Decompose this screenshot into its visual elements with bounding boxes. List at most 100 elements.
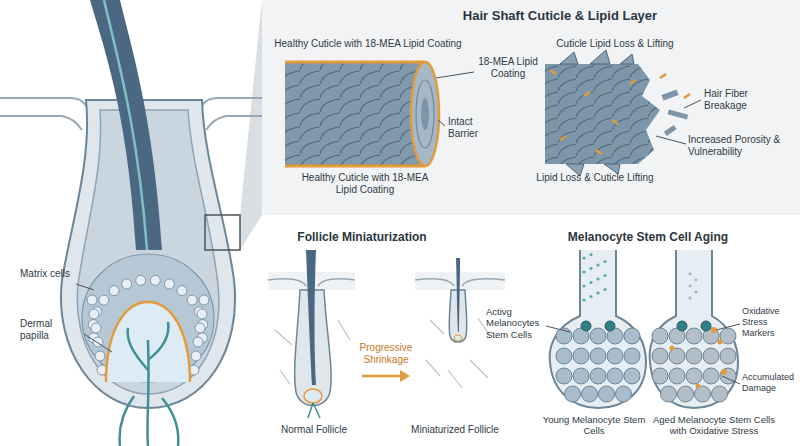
stem-cell [616, 386, 632, 402]
pigment-dot [689, 273, 692, 276]
stem-cell [573, 348, 589, 364]
pigment-dot [689, 285, 692, 288]
part-label: Cuticle Lipid Loss & Lifting [525, 38, 705, 50]
leader-line [546, 324, 740, 384]
pigment-dot [603, 260, 606, 263]
stem-cell [556, 368, 572, 384]
stem-cell [652, 348, 668, 364]
stem-cell [607, 348, 623, 364]
stem-cell [590, 328, 606, 344]
matrix-cell [89, 309, 99, 319]
stem-cell [582, 386, 598, 402]
stem-cell [652, 328, 668, 344]
damaged-cuticle [545, 50, 690, 176]
pigment-dot [582, 284, 585, 287]
stem-cell [661, 386, 677, 402]
matrix-cell [195, 323, 205, 333]
pigment-dot [589, 253, 592, 256]
matrix-cell [91, 323, 101, 333]
matrix-cell [99, 295, 109, 305]
pigment-dot [596, 291, 599, 294]
part-label: Dermal papilla [20, 318, 82, 342]
pigment-dot [596, 263, 599, 266]
matrix-cell [187, 295, 197, 305]
zoom-panel [262, 0, 800, 215]
zoom-wedge [240, 0, 262, 250]
pigment-dot [603, 288, 606, 291]
part-label: Aged Melanocyte Stem Cells with Oxidativ… [652, 414, 776, 437]
stem-cell [720, 348, 736, 364]
stem-cell [590, 348, 606, 364]
pigment-dot [589, 281, 592, 284]
part-label: Lipid Loss & Cuticle Lifting [535, 172, 655, 184]
stress-marker [721, 369, 727, 375]
part-label: Healthy Cuticle with 18-MEA Lipid Coatin… [268, 38, 468, 50]
shrink-arrow [362, 370, 410, 382]
part-label: Miniaturized Follicle [400, 424, 510, 436]
stem-cell [695, 386, 711, 402]
matrix-cell [87, 295, 97, 305]
melanocyte [701, 321, 711, 331]
part-label: Hair Fiber Breakage [704, 88, 774, 112]
section-title: Melanocyte Stem Cell Aging [548, 230, 748, 244]
part-label: 18-MEA Lipid Coating [478, 56, 538, 80]
part-label: Accumulated Damage [742, 372, 796, 394]
stem-cell [686, 328, 702, 344]
young-stem-cells [550, 250, 646, 408]
pigment-dot [589, 267, 592, 270]
matrix-cell [164, 279, 174, 289]
melanocyte [677, 321, 687, 331]
healthy-cuticle [285, 62, 439, 166]
stem-cell [590, 368, 606, 384]
stem-cell [703, 368, 719, 384]
stem-cell [703, 348, 719, 364]
stem-cell [669, 368, 685, 384]
aged-stem-cells [650, 250, 738, 408]
part-label: Young Melanocyte Stem Cells [538, 414, 650, 437]
matrix-cell [150, 275, 160, 285]
stem-cell [565, 386, 581, 402]
stem-cell [573, 368, 589, 384]
stem-cell [624, 328, 640, 344]
part-label: Increased Porosity & Vulnerability [688, 134, 796, 158]
stem-cell [652, 368, 668, 384]
matrix-cell [136, 275, 146, 285]
stem-cell [607, 368, 623, 384]
matrix-cell [95, 351, 105, 361]
stem-cell [686, 348, 702, 364]
normal-follicle [268, 250, 355, 418]
leader-line [76, 284, 112, 352]
part-label: Normal Follicle [266, 424, 362, 436]
part-label: Matrix cells [20, 268, 76, 280]
pigment-dot [582, 256, 585, 259]
hair-follicle [61, 0, 240, 446]
matrix-cell [197, 309, 207, 319]
section-title: Follicle Miniaturization [262, 230, 462, 244]
stress-marker [718, 340, 723, 345]
melanocyte [581, 321, 591, 331]
section-title: Hair Shaft Cuticle & Lipid Layer [430, 8, 690, 24]
pigment-dot [689, 297, 692, 300]
matrix-cell [193, 337, 203, 347]
pigment-dot [582, 298, 585, 301]
pigment-dot [589, 295, 592, 298]
matrix-cell [122, 279, 132, 289]
matrix-cell [191, 351, 201, 361]
part-label: Oxidative Stress Markers [742, 306, 796, 338]
stem-cell [556, 348, 572, 364]
stem-cell [624, 368, 640, 384]
pigment-dot [695, 291, 698, 294]
part-label: Healthy Cuticle with 18-MEA Lipid Coatin… [290, 172, 440, 196]
stem-cell [686, 368, 702, 384]
pigment-dot [603, 274, 606, 277]
stem-cell [624, 348, 640, 364]
part-label: Activg Melanocytes Stem Cells [486, 306, 546, 340]
stress-marker [670, 346, 675, 351]
part-label: Intact Barrier [448, 116, 492, 140]
matrix-cell [109, 286, 119, 296]
melanocyte [605, 321, 615, 331]
matrix-cell [177, 286, 187, 296]
matrix-cell [199, 295, 209, 305]
part-label: Progressive Shrinkage [357, 342, 415, 366]
